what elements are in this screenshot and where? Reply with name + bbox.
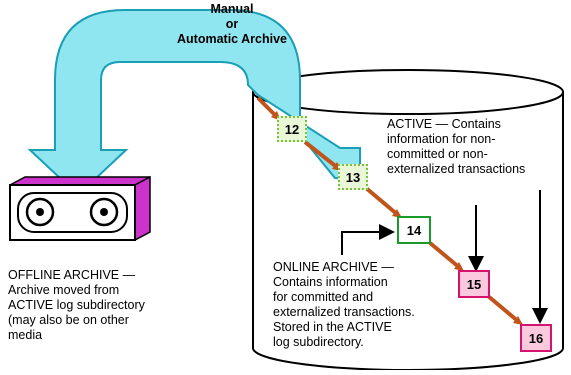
online-pointer-arrow	[341, 224, 395, 255]
pointer-arrows	[341, 190, 548, 324]
log-box-12: 12	[277, 116, 307, 142]
archive-arrow-line3: Automatic Archive	[177, 32, 287, 46]
archive-arrow-title: Manual or Automatic Archive	[172, 2, 292, 47]
log-box-16: 16	[520, 324, 552, 352]
tape-drive-icon	[9, 175, 151, 242]
log-box-15: 15	[458, 270, 490, 298]
offline-archive-label: OFFLINE ARCHIVE — Archive moved from ACT…	[8, 268, 145, 342]
active-label: ACTIVE — Contains information for non- c…	[387, 117, 526, 176]
archive-arrow	[27, 9, 361, 197]
log-chain-arrows	[256, 96, 521, 324]
archive-arrow-line1: Manual	[210, 2, 254, 16]
online-archive-label: ONLINE ARCHIVE — Contains information fo…	[273, 260, 415, 349]
log-box-14: 14	[397, 216, 431, 244]
archive-arrow-line2: or	[225, 17, 239, 31]
log-box-13: 13	[338, 164, 368, 190]
